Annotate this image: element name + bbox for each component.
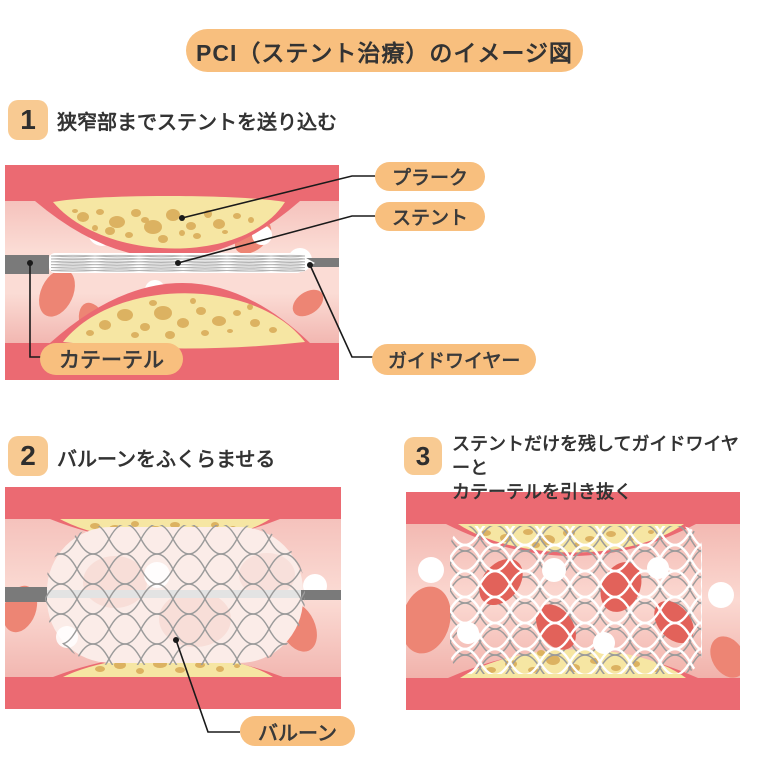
artery-illustration-step3 — [406, 492, 740, 710]
catheter-shaft-shape — [45, 590, 303, 598]
step-3-label-line1: ステントだけを残してガイドワイヤーと — [452, 434, 739, 478]
label-guidewire: ガイドワイヤー — [372, 344, 537, 375]
stent-mesh-front — [450, 526, 702, 674]
step-1-label: 狭窄部までステントを送り込む — [57, 112, 337, 134]
step-2-number: 2 — [8, 436, 48, 476]
plaque-bottom — [50, 283, 310, 349]
figure-step2-artery — [5, 487, 341, 709]
blood-cells-margin — [406, 557, 740, 678]
label-catheter: カテーテル — [40, 343, 183, 375]
catheter-shape — [5, 587, 47, 602]
figure-step3-artery — [406, 492, 740, 710]
step-2-label: バルーンをふくらませる — [57, 449, 276, 471]
step-3-label: ステントだけを残してガイドワイヤーと カテーテルを引き抜く — [452, 432, 752, 504]
artery-illustration-step2 — [5, 487, 341, 709]
label-plaque: プラーク — [375, 162, 486, 191]
label-balloon: バルーン — [240, 716, 355, 746]
catheter-shape — [5, 255, 49, 274]
guidewire-shape — [301, 590, 341, 600]
label-stent: ステント — [375, 202, 486, 231]
stent-compressed-shape — [49, 253, 315, 273]
title-badge: PCI（ステント治療）のイメージ図 — [186, 29, 583, 72]
step-1-number: 1 — [8, 100, 48, 140]
step-3-number: 3 — [404, 437, 442, 475]
step-3-label-line2: カテーテルを引き抜く — [452, 482, 632, 502]
